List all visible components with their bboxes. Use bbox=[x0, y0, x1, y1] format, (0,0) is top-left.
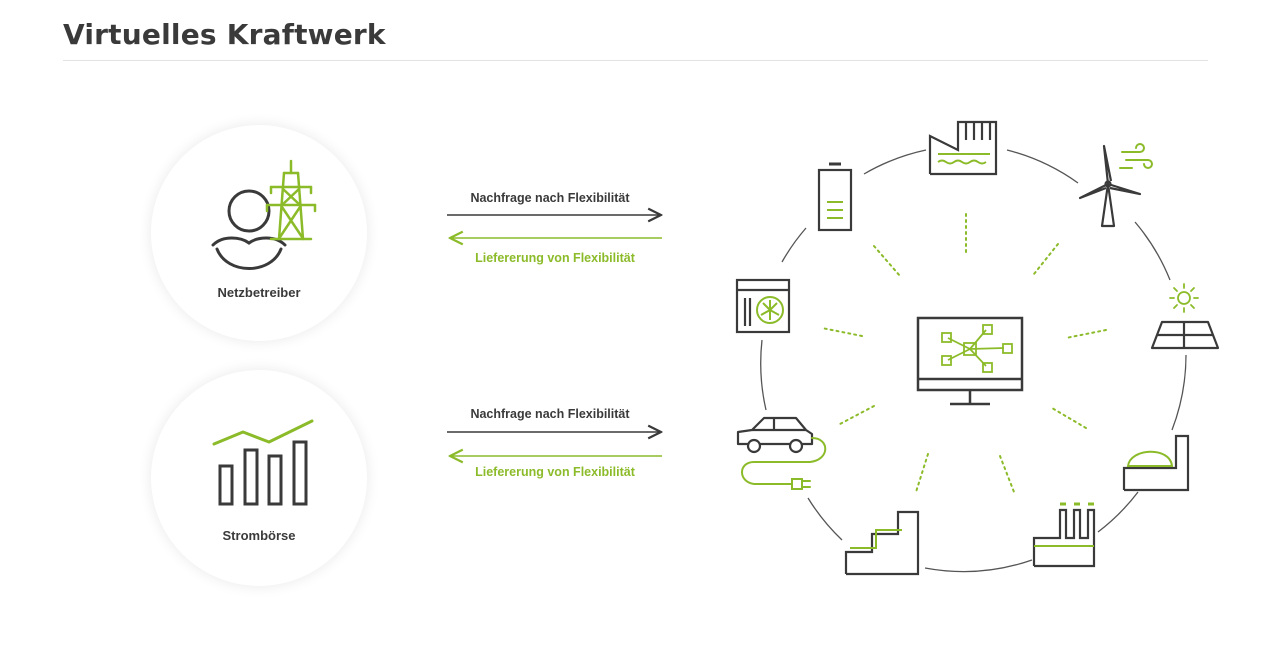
actor-label: Netzbetreiber bbox=[217, 285, 301, 300]
actor-netzbetreiber: Netzbetreiber bbox=[151, 125, 367, 341]
biogas-plant-icon bbox=[1122, 434, 1190, 492]
title-divider bbox=[63, 60, 1208, 61]
factory-icon bbox=[844, 510, 920, 576]
solar-panel-icon bbox=[1150, 283, 1220, 350]
electric-car-icon bbox=[736, 416, 827, 490]
supply-label: Liefererung von Flexibilität bbox=[475, 251, 635, 265]
page-title: Virtuelles Kraftwerk bbox=[63, 18, 386, 51]
power-exchange-icon bbox=[212, 419, 314, 506]
grid-operator-icon bbox=[211, 159, 317, 270]
demand-label: Nachfrage nach Flexibilität bbox=[470, 191, 630, 205]
battery-icon bbox=[817, 162, 853, 232]
industrial-plant-icon bbox=[1032, 502, 1096, 568]
network-ring bbox=[760, 149, 1187, 573]
heat-pump-icon bbox=[735, 278, 791, 334]
actor-strombörse: Strombörse bbox=[151, 370, 367, 586]
connection-spokes bbox=[821, 213, 1107, 493]
wind-turbine-icon bbox=[1078, 143, 1153, 228]
hydro-plant-icon bbox=[928, 120, 998, 176]
demand-label: Nachfrage nach Flexibilität bbox=[470, 407, 630, 421]
control-computer-icon bbox=[916, 316, 1024, 406]
supply-label: Liefererung von Flexibilität bbox=[475, 465, 635, 479]
actor-label: Strombörse bbox=[222, 528, 296, 543]
